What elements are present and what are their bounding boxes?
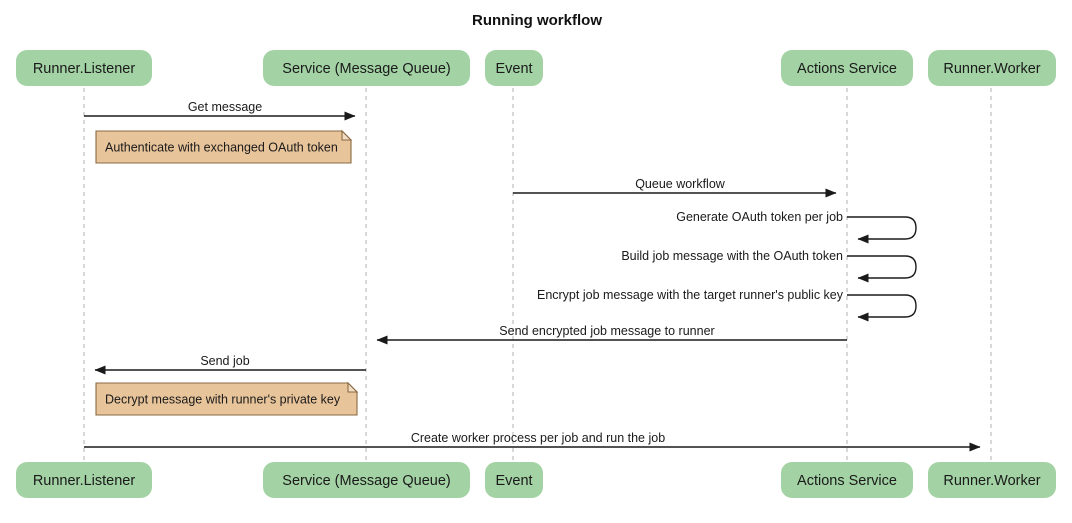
message-label: Create worker process per job and run th…	[411, 431, 665, 445]
actor-box	[16, 462, 152, 498]
actor-header-runner-listener[interactable]: Runner.Listener	[16, 50, 152, 86]
message-label: Build job message with the OAuth token	[621, 249, 843, 263]
actor-box	[928, 50, 1056, 86]
message-label: Send job	[200, 354, 249, 368]
actor-header-service-mq[interactable]: Service (Message Queue)	[263, 50, 470, 86]
actor-box	[263, 462, 470, 498]
actor-header-actions-service[interactable]: Actions Service	[781, 50, 913, 86]
actor-box	[928, 462, 1056, 498]
actor-footer-event[interactable]: Event	[485, 462, 543, 498]
actor-footer-runner-listener[interactable]: Runner.Listener	[16, 462, 152, 498]
message-build-job-message[interactable]: Build job message with the OAuth token	[621, 249, 917, 283]
actor-label: Runner.Listener	[33, 61, 136, 77]
note-authenticate-oauth: Authenticate with exchanged OAuth token	[95, 129, 353, 164]
self-loop-arrow	[847, 216, 917, 244]
note-fold-corner	[347, 381, 359, 393]
actor-footer-runner-worker[interactable]: Runner.Worker	[928, 462, 1056, 498]
actor-label: Runner.Worker	[943, 61, 1040, 77]
message-generate-oauth-token[interactable]: Generate OAuth token per job	[676, 210, 917, 244]
message-create-worker-process[interactable]: Create worker process per job and run th…	[84, 431, 981, 452]
actor-box	[16, 50, 152, 86]
message-get-message[interactable]: Get message	[84, 100, 356, 121]
actor-label: Actions Service	[797, 61, 897, 77]
message-encrypt-job-message[interactable]: Encrypt job message with the target runn…	[537, 288, 917, 322]
actor-label: Actions Service	[797, 473, 897, 489]
message-label: Queue workflow	[635, 177, 726, 191]
actor-box	[263, 50, 470, 86]
actor-box	[781, 50, 913, 86]
actor-header-event[interactable]: Event	[485, 50, 543, 86]
self-loop-arrow	[847, 294, 917, 322]
actor-footer-actions-service[interactable]: Actions Service	[781, 462, 913, 498]
message-label: Get message	[188, 100, 262, 114]
actor-footer-service-mq[interactable]: Service (Message Queue)	[263, 462, 470, 498]
note-fold-corner	[341, 129, 353, 141]
note-decrypt-private-key: Decrypt message with runner's private ke…	[95, 381, 359, 416]
message-label: Generate OAuth token per job	[676, 210, 843, 224]
actor-label: Runner.Listener	[33, 473, 136, 489]
actor-box	[485, 462, 543, 498]
message-label: Send encrypted job message to runner	[499, 324, 714, 338]
self-loop-arrow	[847, 255, 917, 283]
note-shape	[95, 130, 352, 164]
actor-header-runner-worker[interactable]: Runner.Worker	[928, 50, 1056, 86]
message-label: Encrypt job message with the target runn…	[537, 288, 844, 302]
actor-box	[485, 50, 543, 86]
message-queue-workflow[interactable]: Queue workflow	[513, 177, 837, 198]
note-shape	[95, 382, 358, 416]
note-text: Authenticate with exchanged OAuth token	[105, 140, 338, 154]
message-send-job[interactable]: Send job	[94, 354, 366, 375]
page-title: Running workflow	[472, 12, 602, 29]
note-text: Decrypt message with runner's private ke…	[105, 392, 341, 406]
actor-label: Event	[495, 61, 532, 77]
actor-label: Service (Message Queue)	[282, 61, 450, 77]
actor-label: Event	[495, 473, 532, 489]
actor-label: Service (Message Queue)	[282, 473, 450, 489]
actor-box	[781, 462, 913, 498]
message-send-encrypted-job-message[interactable]: Send encrypted job message to runner	[376, 324, 847, 345]
actor-label: Runner.Worker	[943, 473, 1040, 489]
